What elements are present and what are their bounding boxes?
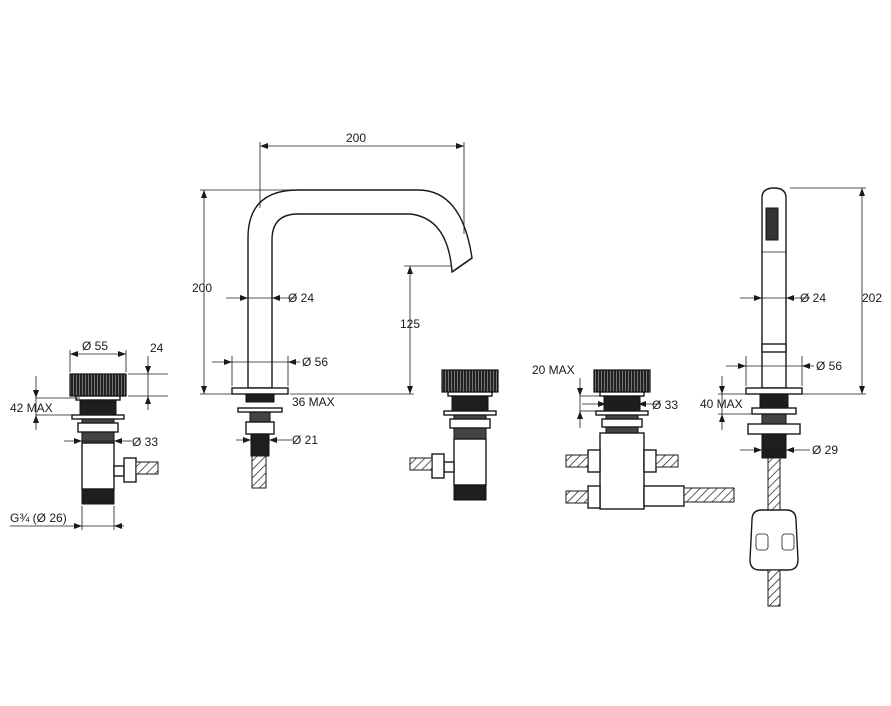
hand-shower-threaded-shank [761,433,787,459]
diverter-max-label: 20 MAX [532,363,575,377]
middle-valve-lower-body [453,438,487,486]
left-valve-max-label: 42 MAX [10,401,53,415]
hand-shower-base-plate [745,387,803,395]
middle-valve-nut [449,418,491,429]
spout-width-label: 200 [346,131,366,145]
diverter-left-upper-hose [565,454,589,468]
middle-valve-flange [443,410,497,416]
diverter-right-outlet [643,485,685,507]
left-valve-collar [75,395,121,401]
left-valve-braided-hose [135,461,159,475]
diverter-nut [601,418,643,428]
hand-shower-base-diameter-label: Ø 56 [816,359,842,373]
diverter-dark-body [603,395,641,412]
hand-shower-spray-face [765,207,779,241]
hand-shower-shank-diameter-label: Ø 29 [812,443,838,457]
spout-dark-ring [245,393,275,403]
diverter-block [599,432,645,510]
spout-nut [245,421,275,435]
spout-shank-diameter-label: Ø 21 [292,433,318,447]
diverter-left-lower-hose [565,490,589,504]
spout-flange [237,407,283,413]
middle-valve-inlet-pipe [443,461,455,473]
left-valve-top-diameter-label: Ø 55 [82,339,108,353]
diverter-diameter-label: Ø 33 [652,398,678,412]
spout-outlet-height-label: 125 [400,317,420,331]
spout: 200 200 125 Ø 24 Ø 56 36 MAX Ø 21 [192,131,473,489]
left-valve-nut [77,422,119,433]
diverter-flange [595,410,649,416]
diverter-knurled-handle [593,369,651,393]
left-valve-inlet-pipe [113,465,125,477]
hand-shower-max-label: 40 MAX [700,397,743,411]
hand-shower-body-diameter-label: Ø 24 [800,291,826,305]
spout-base-plate [231,387,289,395]
middle-valve-knurled-handle [441,369,499,393]
hand-shower-hose-lower [767,569,781,607]
diverter-collar [599,391,645,397]
hand-shower: 202 Ø 24 Ø 56 40 MAX Ø 29 [700,187,882,607]
diverter-left-lower-nut [587,485,601,509]
hand-shower-dark-ring [759,393,789,409]
left-valve-knurled-handle [69,373,127,397]
middle-valve-dark-body [451,395,489,412]
spout-shank [249,411,271,423]
left-valve-inlet-nut [123,457,137,483]
spout-height-label: 200 [192,281,212,295]
spout-max-label: 36 MAX [292,395,335,409]
diverter-right-upper-hose [655,454,679,468]
hand-shower-nut [747,423,801,435]
hand-shower-height-label: 202 [862,291,882,305]
left-valve-threaded-tail [81,488,115,505]
spout-body [247,189,473,389]
spout-threaded-shank [250,433,270,457]
left-valve-flange [71,414,125,420]
diverter-right-upper-nut [643,449,657,473]
left-valve-height-label: 24 [150,341,164,355]
middle-valve [409,369,499,501]
hand-shower-hose-upper [767,457,781,511]
hand-shower-handle [761,187,787,389]
hand-shower-band [761,343,787,353]
spout-base-diameter-label: Ø 56 [302,355,328,369]
middle-valve-braided-hose [409,457,433,471]
middle-valve-inlet-nut [431,453,445,479]
hand-shower-flange [751,407,797,415]
diverter-right-outlet-hose [683,487,735,503]
middle-valve-threaded-tail [453,484,487,501]
middle-valve-collar [447,391,493,397]
diverter-left-upper-nut [587,449,601,473]
spout-braided-hose [251,455,267,489]
hand-shower-counterweight [749,509,799,571]
left-valve-lower-body [81,442,115,490]
left-valve-dark-body [79,399,117,416]
left-valve-body-diameter-label: Ø 33 [132,435,158,449]
diverter: 20 MAX Ø 33 [532,363,735,510]
left-valve: Ø 55 24 42 MAX Ø 33 G¾ (Ø 26) [10,339,168,530]
spout-body-diameter-label: Ø 24 [288,291,314,305]
left-valve-thread-label: G¾ (Ø 26) [10,511,67,525]
